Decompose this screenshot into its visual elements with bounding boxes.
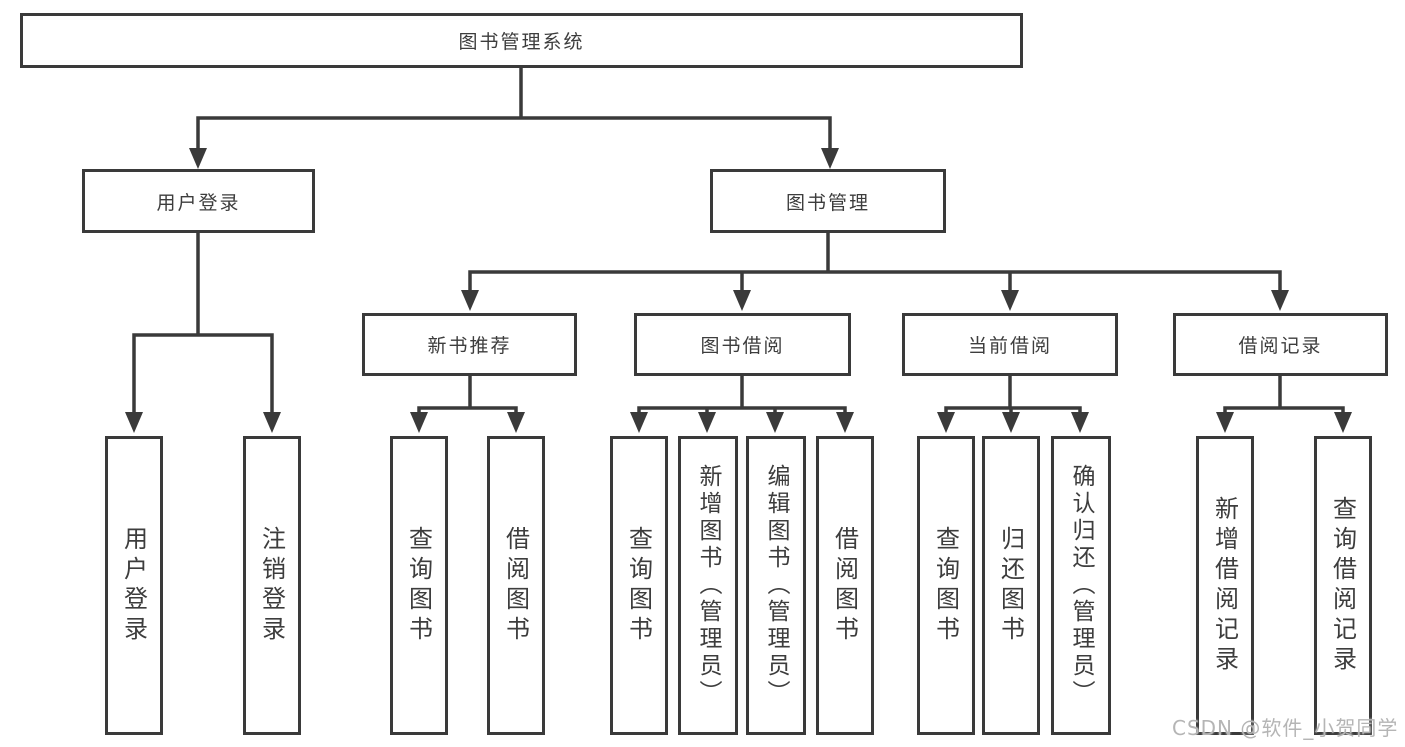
node-current-borrowing: 当前借阅 — [902, 313, 1118, 376]
leaf-current-confirm-return-admin: 确认归还（管理员） — [1051, 436, 1111, 735]
leaf-current-return-books: 归还图书 — [982, 436, 1040, 735]
node-borrowing-records: 借阅记录 — [1173, 313, 1388, 376]
arrowheads — [125, 148, 1352, 433]
leaf-recommend-borrow-books: 借阅图书 — [487, 436, 545, 735]
node-library-management-system: 图书管理系统 — [20, 13, 1023, 68]
leaf-recommend-query-books: 查询图书 — [390, 436, 448, 735]
node-user-login: 用户登录 — [82, 169, 315, 233]
leaf-borrowing-add-books-admin: 新增图书（管理员） — [678, 436, 738, 735]
node-book-borrowing: 图书借阅 — [634, 313, 851, 376]
leaf-borrowing-borrow-books: 借阅图书 — [816, 436, 874, 735]
node-book-management: 图书管理 — [710, 169, 946, 233]
leaf-logout: 注销登录 — [243, 436, 301, 735]
leaf-borrowing-query-books: 查询图书 — [610, 436, 668, 735]
leaf-current-query-books: 查询图书 — [917, 436, 975, 735]
leaf-records-query-borrow-record: 查询借阅记录 — [1314, 436, 1372, 735]
csdn-watermark: CSDN @软件_小贺同学 — [1172, 716, 1399, 740]
leaf-records-add-borrow-record: 新增借阅记录 — [1196, 436, 1254, 735]
leaf-user-login: 用户登录 — [105, 436, 163, 735]
leaf-borrowing-edit-books-admin: 编辑图书（管理员） — [746, 436, 806, 735]
node-new-book-recommendation: 新书推荐 — [362, 313, 577, 376]
